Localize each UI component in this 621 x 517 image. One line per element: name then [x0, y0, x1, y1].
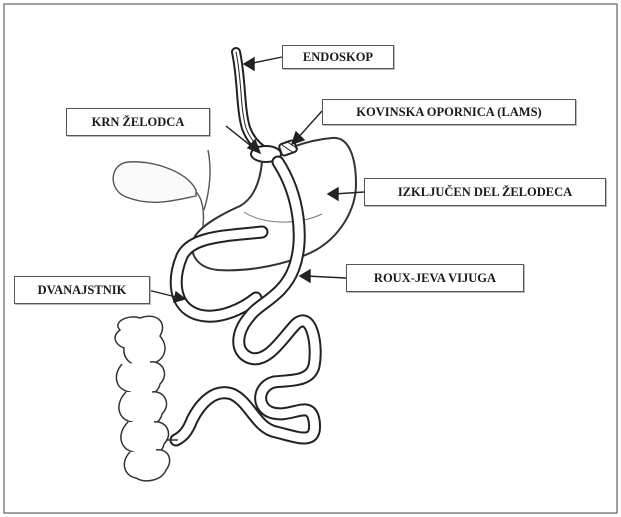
metal-stent-label: KOVINSKA OPORNICA (LAMS): [322, 99, 576, 125]
gallbladder-drawing: [113, 150, 210, 240]
endoscope-label: ENDOSKOP: [282, 45, 394, 69]
duodenum-label: DVANAJSTNIK: [14, 276, 150, 304]
gastric-remnant-label: KRN ŽELODCA: [66, 108, 210, 136]
excluded-stomach-label: IZKLJUČEN DEL ŽELODECA: [364, 178, 606, 206]
roux-limb-label: ROUX-JEVA VIJUGA: [346, 264, 524, 292]
colon-drawing: [115, 316, 178, 481]
